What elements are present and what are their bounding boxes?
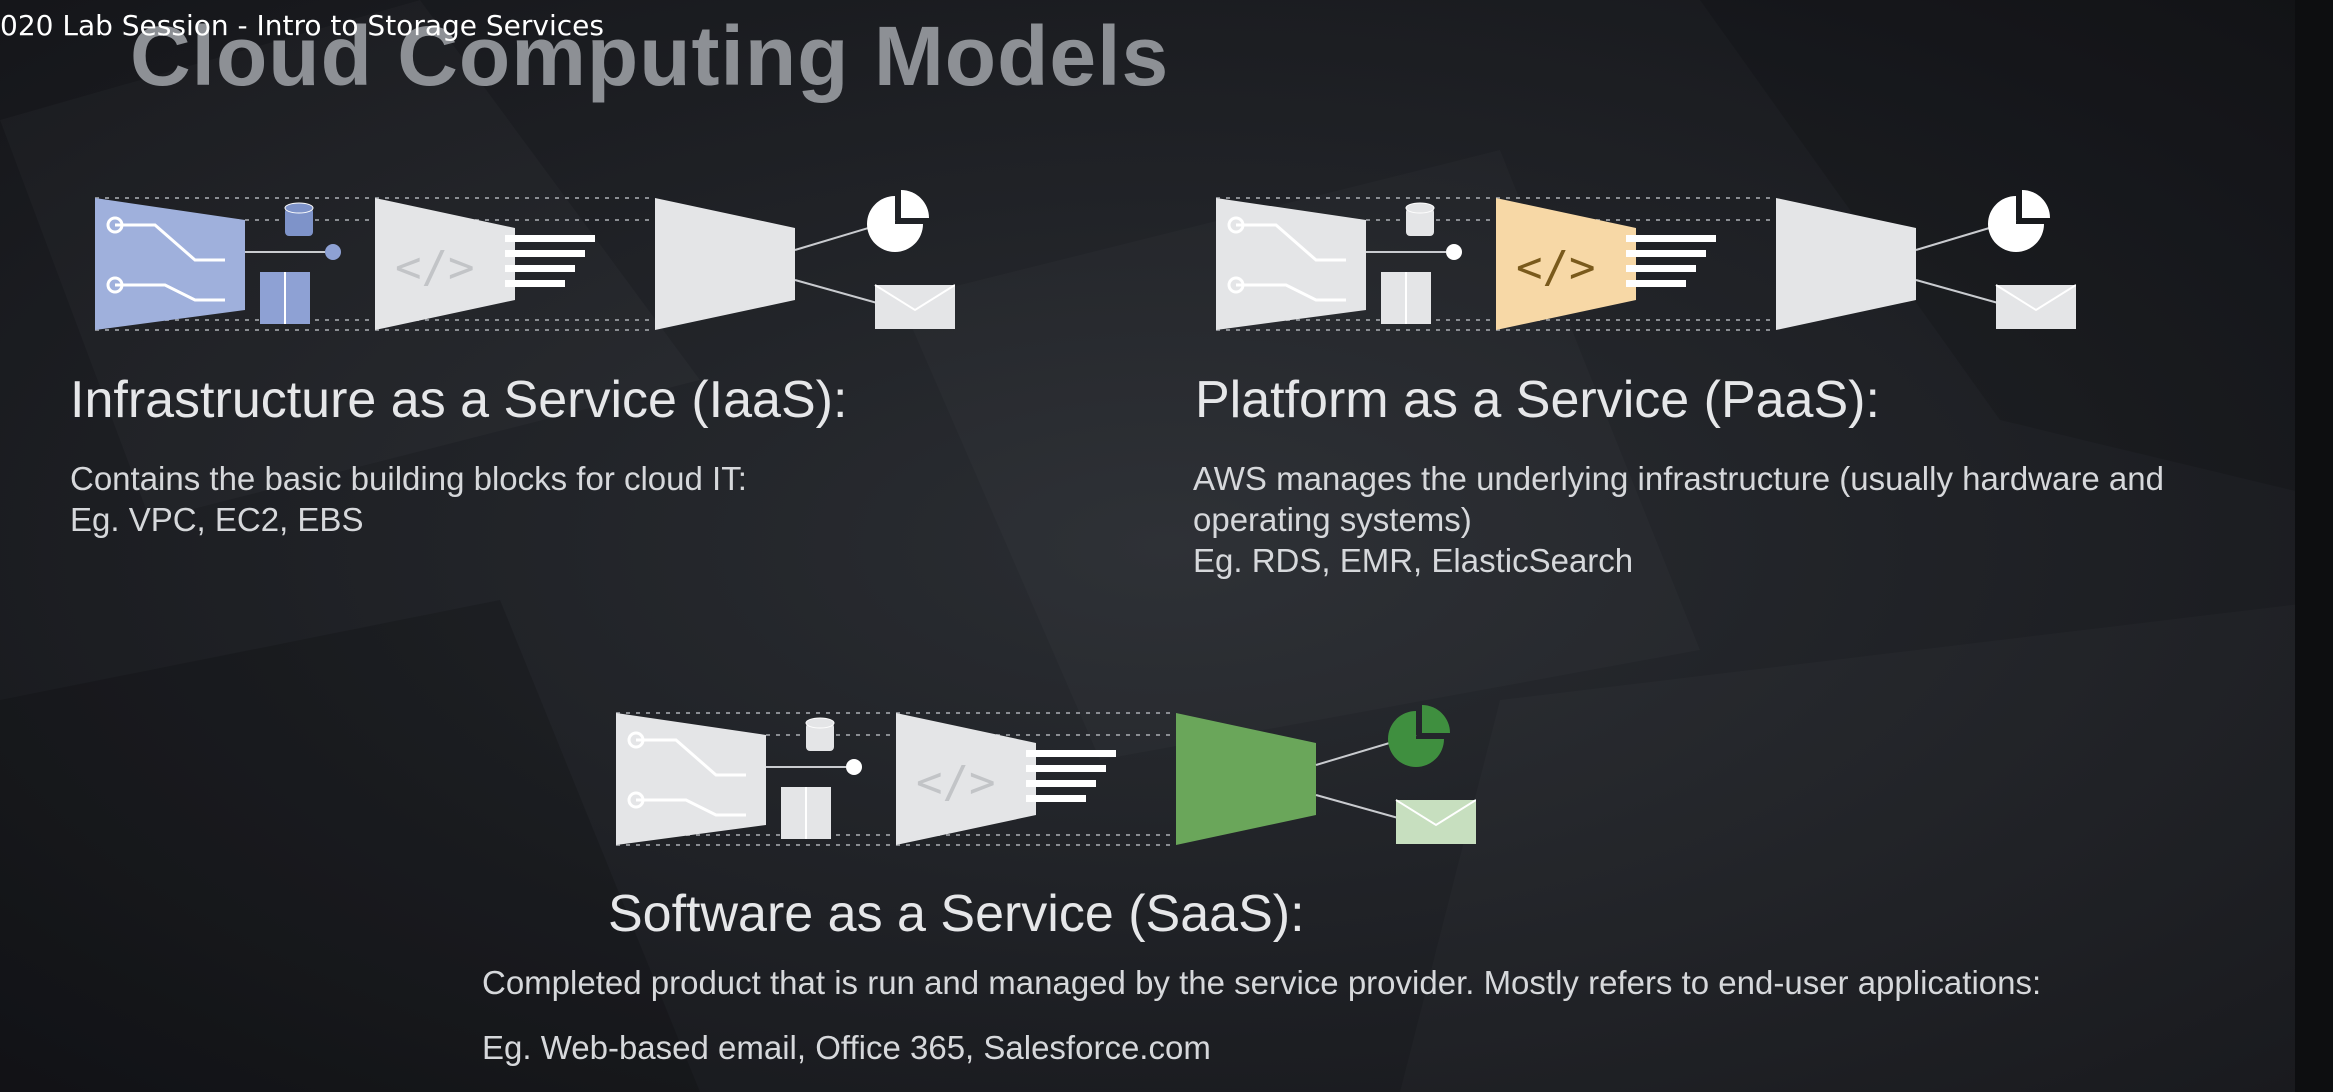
envelope-icon [1395, 799, 1477, 844]
iaas-examples: Eg. VPC, EC2, EBS [70, 501, 364, 538]
paas-desc-line-1: AWS manages the underlying infrastructur… [1193, 460, 2164, 497]
paas-heading: Platform as a Service (PaaS): [1195, 371, 1880, 429]
circuit-icon [616, 713, 766, 845]
saas-diagram: </> [616, 705, 1477, 865]
paas-desc-line-2: operating systems) [1193, 501, 1472, 538]
code-icon: </> [896, 713, 1036, 845]
iaas-description: Contains the basic building blocks for c… [70, 458, 747, 540]
pie-chart-icon [1388, 705, 1450, 767]
paas-description: AWS manages the underlying infrastructur… [1193, 458, 2164, 581]
paas-diagram: </> [1216, 190, 2077, 350]
server-icon [260, 272, 310, 324]
pie-chart-icon [1988, 190, 2050, 252]
slide-title: Cloud Computing Models [130, 9, 1170, 103]
envelope-icon [1995, 284, 2077, 329]
code-icon: </> [1496, 198, 1636, 330]
saas-desc-line: Completed product that is run and manage… [482, 964, 2042, 1001]
circuit-icon [1216, 198, 1366, 330]
pie-chart-icon [867, 190, 929, 252]
iaas-desc-line: Contains the basic building blocks for c… [70, 460, 747, 497]
saas-description: Completed product that is run and manage… [482, 962, 2041, 1068]
paas-examples: Eg. RDS, EMR, ElasticSearch [1193, 542, 1634, 579]
envelope-icon [874, 284, 956, 329]
server-icon [1381, 272, 1431, 324]
svg-text:</>: </> [1516, 242, 1595, 293]
circuit-icon [95, 198, 245, 330]
saas-heading: Software as a Service (SaaS): [608, 885, 1305, 943]
saas-examples: Eg. Web-based email, Office 365, Salesfo… [482, 1029, 1211, 1066]
database-icon [1405, 202, 1435, 236]
application-icon [655, 198, 795, 330]
server-icon [781, 787, 831, 839]
video-title: 020 Lab Session - Intro to Storage Servi… [0, 9, 604, 42]
iaas-heading: Infrastructure as a Service (IaaS): [70, 371, 848, 429]
svg-text:</>: </> [395, 242, 474, 293]
database-icon [284, 202, 314, 236]
iaas-diagram: </> [95, 190, 956, 350]
database-icon [805, 717, 835, 751]
application-icon [1176, 713, 1316, 845]
code-icon: </> [375, 198, 515, 330]
application-icon [1776, 198, 1916, 330]
svg-text:</>: </> [916, 757, 995, 808]
